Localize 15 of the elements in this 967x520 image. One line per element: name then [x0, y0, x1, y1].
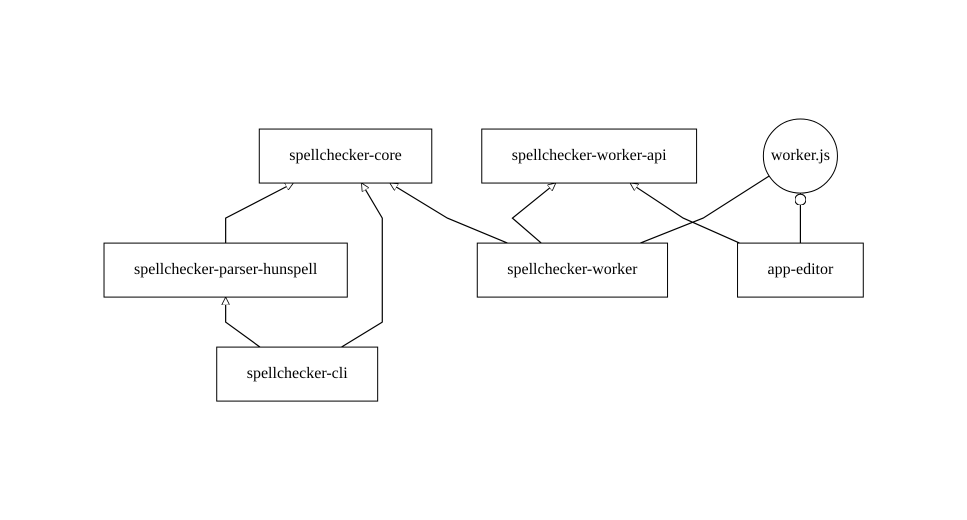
node-box: spellchecker-worker-api [481, 128, 697, 184]
node-circle: worker.js [762, 118, 838, 194]
connector [640, 175, 770, 244]
connector [794, 193, 806, 244]
arrow [224, 182, 294, 244]
arrow [630, 182, 740, 244]
arrow [340, 182, 383, 348]
node-box: spellchecker-core [258, 128, 432, 184]
node-box: spellchecker-worker [476, 242, 668, 298]
arrow [511, 182, 556, 244]
arrow [221, 296, 260, 348]
node-box: spellchecker-parser-hunspell [103, 242, 348, 298]
node-box: spellchecker-cli [216, 346, 378, 402]
arrow [389, 182, 508, 244]
node-box: app-editor [736, 242, 864, 298]
